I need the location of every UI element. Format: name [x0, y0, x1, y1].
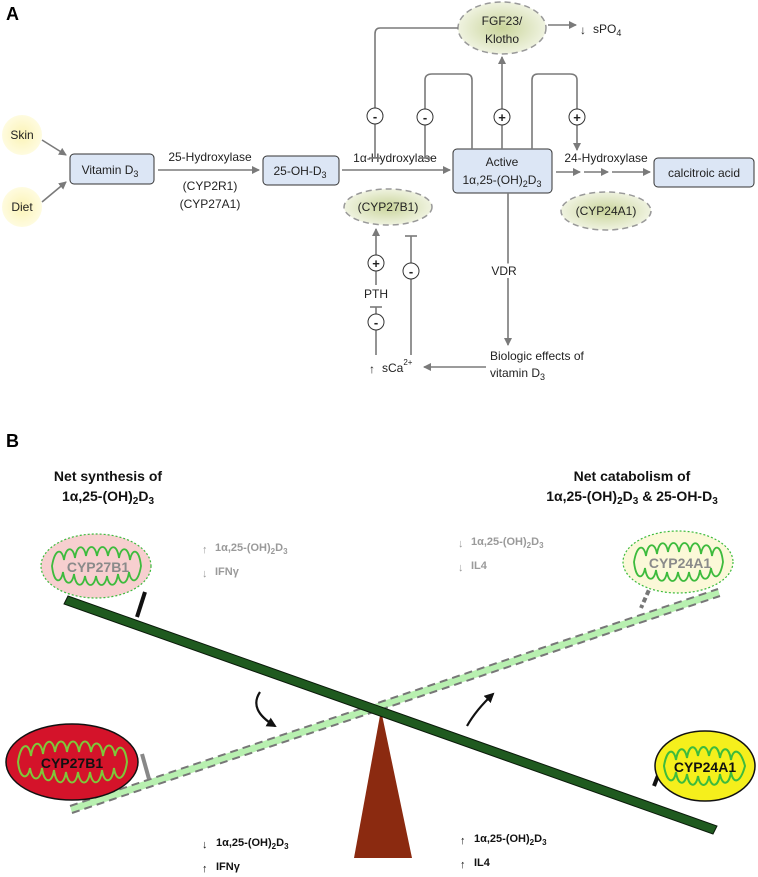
svg-text:-: -: [423, 110, 427, 125]
svg-text:IL4: IL4: [471, 560, 488, 572]
hydroxylase-25-label: 25-Hydroxylase: [168, 150, 252, 164]
cyp27b1-active-mito: CYP27B1: [5, 723, 151, 801]
skin-arrow: [41, 139, 67, 156]
svg-text:↑: ↑: [460, 835, 466, 847]
svg-text:↓: ↓: [458, 562, 464, 574]
biologic-effects-line2: vitamin D3: [490, 366, 545, 382]
cyp27b1-faded-mito: CYP27B1: [40, 533, 152, 618]
svg-text:CYP27B1: CYP27B1: [67, 559, 129, 575]
fgf23-klotho-ellipse: FGF23/ Klotho: [457, 1, 547, 55]
svg-text:1α,25-(OH)2D3: 1α,25-(OH)2D3: [216, 837, 289, 851]
top-left-annotation: ↑ 1α,25-(OH)2D3 ↓ IFNγ: [202, 542, 288, 580]
svg-text:calcitroic acid: calcitroic acid: [668, 166, 740, 180]
right-header-line1: Net catabolism of: [574, 468, 691, 484]
diet-node: Diet: [2, 187, 42, 227]
svg-text:↓: ↓: [580, 23, 586, 37]
svg-text:FGF23/: FGF23/: [482, 14, 523, 28]
cyp27a1-label: (CYP27A1): [180, 197, 241, 211]
svg-text:Active: Active: [486, 155, 519, 169]
svg-text:25-OH-D3: 25-OH-D3: [273, 164, 326, 180]
svg-text:Vitamin D3: Vitamin D3: [82, 163, 139, 179]
active-vitamin-box: Active 1α,25-(OH)2D3: [452, 148, 553, 194]
svg-text:+: +: [498, 110, 506, 125]
svg-text:+: +: [372, 256, 380, 271]
vitamin-d3-box: Vitamin D3: [69, 153, 155, 185]
fgf23-inhibit-line: [374, 27, 458, 158]
svg-text:↑: ↑: [460, 859, 466, 871]
spo4-label: ↓ sPO4: [580, 22, 621, 38]
svg-text:1α,25-(OH)2D3: 1α,25-(OH)2D3: [474, 833, 547, 847]
svg-text:sCa2+: sCa2+: [382, 358, 413, 375]
svg-text:-: -: [409, 264, 413, 279]
bottom-left-annotation: ↓ 1α,25-(OH)2D3 ↑ IFNγ: [202, 837, 289, 875]
plus-sign-fgf23: +: [493, 108, 511, 126]
seesaw-fulcrum: [354, 710, 412, 858]
top-right-annotation: ↓ 1α,25-(OH)2D3 ↓ IL4: [458, 536, 544, 574]
cyp2r1-label: (CYP2R1): [183, 179, 238, 193]
bottom-right-annotation: ↑ 1α,25-(OH)2D3 ↑ IL4: [460, 833, 547, 871]
svg-text:CYP27B1: CYP27B1: [41, 755, 103, 771]
cyp27b1-ellipse: (CYP27B1): [343, 188, 433, 226]
svg-text:VDR: VDR: [491, 264, 517, 278]
svg-text:↑: ↑: [202, 544, 208, 556]
svg-text:Skin: Skin: [10, 128, 33, 142]
svg-text:↓: ↓: [202, 568, 208, 580]
vdr-label: VDR: [491, 264, 517, 278]
svg-text:↑: ↑: [369, 362, 375, 376]
dark-seesaw-beam: [63, 595, 718, 835]
svg-text:sPO4: sPO4: [593, 22, 621, 38]
minus-sign-pth: -: [367, 313, 385, 331]
svg-text:+: +: [573, 110, 581, 125]
plus-sign-24: +: [568, 108, 586, 126]
svg-text:CYP24A1: CYP24A1: [649, 555, 711, 571]
hydroxylase-24-label: 24-Hydroxylase: [564, 151, 648, 165]
svg-text:(CYP24A1): (CYP24A1): [576, 204, 637, 218]
panel-b-label: B: [6, 431, 19, 451]
panel-a-label: A: [6, 4, 19, 24]
svg-text:↑: ↑: [202, 863, 208, 875]
sca-label: ↑ sCa2+: [369, 358, 413, 376]
oh-d3-box: 25-OH-D3: [262, 155, 340, 186]
pth-label: PTH: [364, 287, 388, 301]
svg-text:↓: ↓: [202, 839, 208, 851]
svg-text:Diet: Diet: [11, 200, 33, 214]
minus-sign-sca: -: [402, 262, 420, 280]
svg-text:1α,25-(OH)2D3: 1α,25-(OH)2D3: [215, 542, 288, 556]
svg-text:-: -: [373, 109, 377, 124]
minus-sign-active: -: [416, 108, 434, 126]
svg-text:1α,25-(OH)2D3: 1α,25-(OH)2D3: [463, 173, 542, 189]
cyp24a1-ellipse: (CYP24A1): [560, 191, 652, 231]
svg-text:IFNγ: IFNγ: [215, 566, 240, 578]
svg-text:IFNγ: IFNγ: [216, 861, 241, 873]
svg-text:↓: ↓: [458, 538, 464, 550]
skin-node: Skin: [2, 115, 42, 155]
biologic-effects-line1: Biologic effects of: [490, 349, 584, 363]
rotation-arrow-right: [466, 692, 495, 727]
left-header-line2: 1α,25-(OH)2D3: [62, 488, 155, 507]
svg-text:-: -: [374, 315, 378, 330]
cyp24a1-active-mito: CYP24A1: [652, 730, 756, 802]
light-seesaw-beam: [69, 588, 721, 814]
active-stimulate-24-line: [531, 73, 581, 151]
rotation-arrow-left: [255, 691, 277, 728]
calcitroic-acid-box: calcitroic acid: [653, 157, 755, 188]
left-header-line1: Net synthesis of: [54, 468, 162, 484]
plus-sign-pth: +: [367, 254, 385, 272]
one-alpha-hydroxylase-label: 1α-Hydroxylase: [353, 151, 437, 165]
svg-text:1α,25-(OH)2D3: 1α,25-(OH)2D3: [471, 536, 544, 550]
svg-text:Klotho: Klotho: [485, 32, 519, 46]
diet-arrow: [41, 181, 67, 203]
svg-text:CYP24A1: CYP24A1: [674, 759, 736, 775]
active-inhibit-line: [424, 73, 473, 158]
svg-text:(CYP27B1): (CYP27B1): [358, 200, 419, 214]
svg-text:IL4: IL4: [474, 857, 491, 869]
right-header-line2: 1α,25-(OH)2D3 & 25-OH-D3: [546, 488, 718, 507]
minus-sign-fgf23: -: [366, 107, 384, 125]
cyp24a1-faded-mito: CYP24A1: [622, 530, 734, 609]
